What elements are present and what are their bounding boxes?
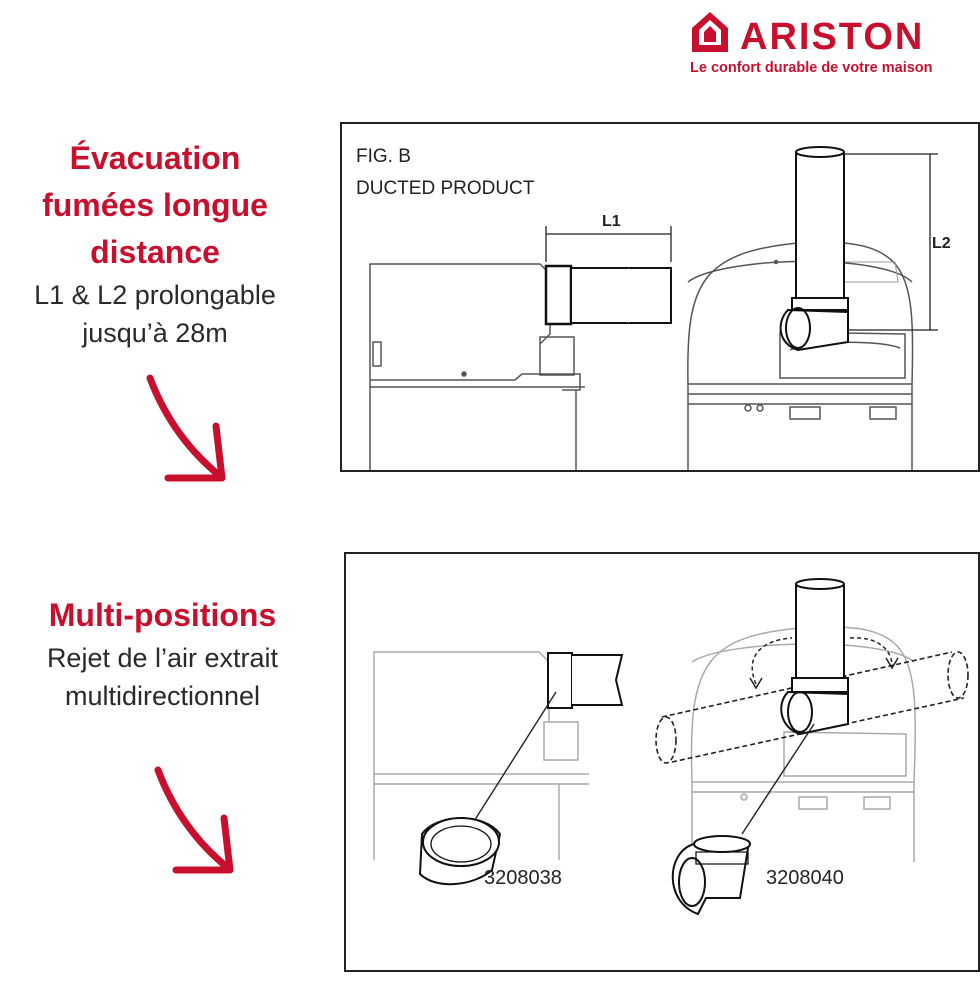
elbow-fitting bbox=[671, 835, 751, 916]
arrow-head-left bbox=[749, 677, 763, 690]
section2-text: Multi-positions Rejet de l’air extrait m… bbox=[0, 592, 325, 715]
ariston-logo: ARISTON Le confort durable de votre mais… bbox=[690, 10, 960, 80]
part-number-right: 3208040 bbox=[766, 867, 844, 889]
left-duct bbox=[547, 652, 624, 709]
section1-headline-2: fumées longue bbox=[42, 187, 268, 223]
curved-arrow-down-icon bbox=[154, 766, 234, 874]
section2-body-1: Rejet de l’air extrait bbox=[46, 643, 279, 673]
part-number-left: 3208038 bbox=[484, 867, 562, 889]
dimension-l2 bbox=[844, 153, 938, 331]
section2-headline: Multi-positions bbox=[48, 597, 277, 633]
duct-l2 bbox=[779, 146, 849, 352]
rotation-arrows bbox=[751, 637, 893, 685]
leader-line-left bbox=[463, 691, 557, 838]
section1-headline-3: distance bbox=[90, 234, 220, 270]
section2-body-2: multidirectionnel bbox=[64, 681, 261, 711]
section1-body-2: jusqu’à 28m bbox=[82, 318, 228, 348]
label-l1: L1 bbox=[602, 213, 621, 230]
leader-line-right bbox=[741, 723, 815, 835]
duct-l1 bbox=[544, 264, 672, 326]
section1-headline-1: Évacuation bbox=[69, 140, 241, 176]
left-unit bbox=[369, 263, 585, 470]
right-unit bbox=[687, 241, 914, 470]
arrow-head-right bbox=[885, 657, 899, 670]
curved-arrow-down-icon bbox=[146, 374, 226, 482]
house-icon bbox=[692, 12, 728, 52]
dimension-l1 bbox=[545, 226, 672, 262]
brand-name: ARISTON bbox=[740, 16, 925, 58]
coupling-ring bbox=[418, 817, 502, 886]
figure-ducted-product: FIG. B DUCTED PRODUCT L1 bbox=[340, 122, 980, 472]
label-l2: L2 bbox=[932, 235, 951, 252]
figure-subtitle: DUCTED PRODUCT bbox=[356, 178, 535, 199]
vertical-duct bbox=[780, 578, 849, 736]
figure-title: FIG. B bbox=[356, 146, 411, 167]
brand-tagline: Le confort durable de votre maison bbox=[690, 60, 933, 76]
section1-text: Évacuation fumées longue distance L1 & L… bbox=[0, 135, 310, 352]
figure-multi-positions: 3208038 3208040 bbox=[344, 552, 980, 972]
section1-body-1: L1 & L2 prolongable bbox=[34, 280, 276, 310]
